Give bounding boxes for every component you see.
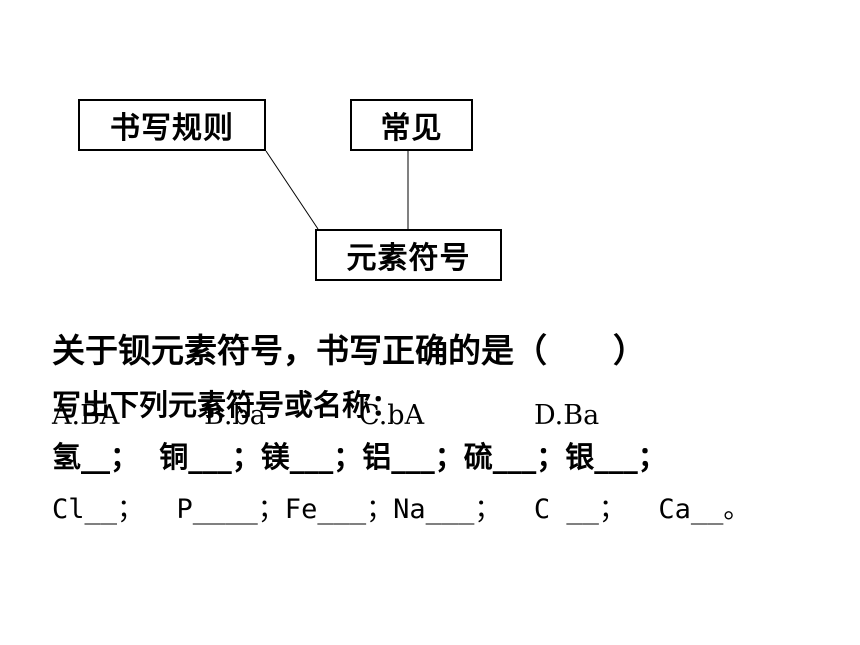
answer-options: A.BA B.ba C.bA D.Ba [52,400,599,586]
option-b[interactable]: B.ba [204,400,266,431]
option-a[interactable]: A.BA [52,400,120,431]
element-symbol-box: 元素符号 [315,229,502,281]
common-label: 常见 [380,111,443,146]
writing-rules-box: 书写规则 [78,99,266,151]
question-text: 关于钡元素符号，书写正确的是（ ） [52,331,646,370]
exercise-instruction: 写出下列元素符号或名称： [52,388,401,422]
writing-rules-label: 书写规则 [110,111,234,146]
option-c[interactable]: C.bA [359,400,425,431]
element-names-line: 氢__； 铜___；镁___；铝___；硫___；银___； [52,440,667,474]
connector-rules-to-symbol [265,150,319,230]
element-symbols-line: Cl__； P____；Fe___；Na___； C __； Ca__。 [52,494,751,525]
element-symbol-label: 元素符号 [346,241,471,276]
option-d[interactable]: D.Ba [534,400,600,431]
common-box: 常见 [350,99,473,151]
